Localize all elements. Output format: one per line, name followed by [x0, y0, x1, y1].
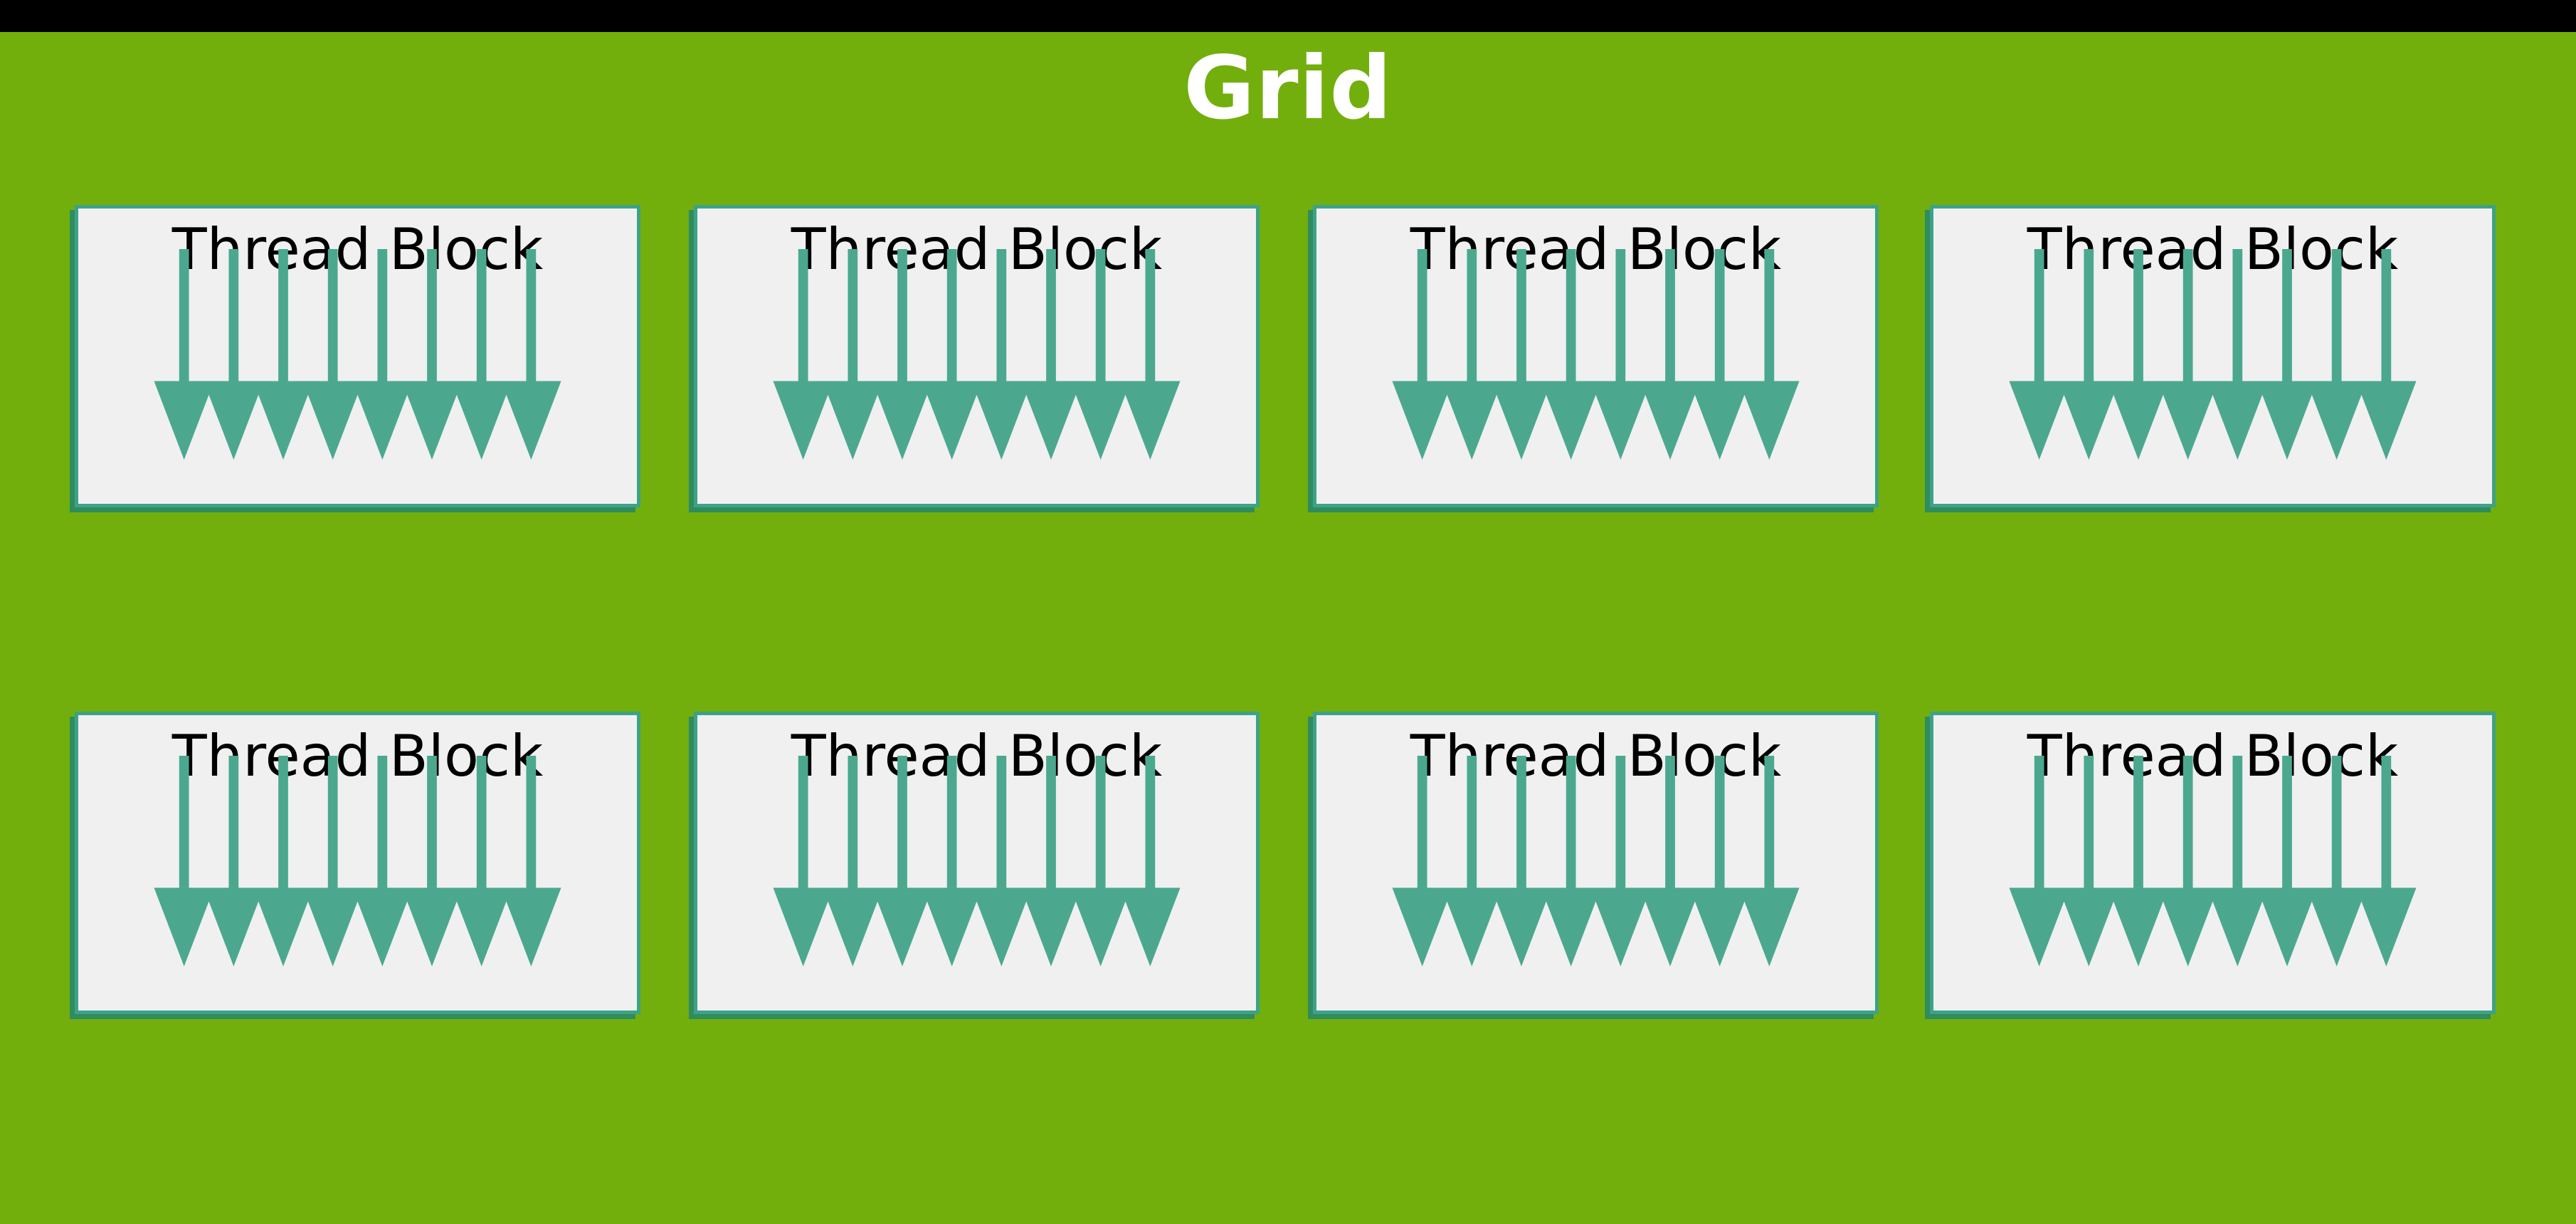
thread-arrow-icon — [2108, 756, 2169, 966]
thread-arrow-icon — [872, 249, 933, 460]
thread-arrow-icon — [401, 756, 463, 966]
thread-arrow-icon — [1640, 756, 1701, 966]
thread-arrow-icon — [204, 249, 264, 460]
thread-arrow-icon — [823, 756, 883, 966]
thread-arrow-icon — [922, 249, 982, 460]
thread-arrow-icon — [451, 249, 512, 460]
thread-arrow-icon — [204, 756, 264, 966]
thread-arrow-icon — [2356, 249, 2417, 460]
thread-arrow-icon — [1491, 249, 1552, 460]
thread-arrow-icon — [154, 756, 214, 966]
thread-block-card: Thread Block — [694, 205, 1260, 507]
thread-arrow-icon — [2158, 249, 2218, 460]
thread-arrow-icon — [1541, 756, 1601, 966]
thread-arrow-icon — [872, 756, 933, 966]
thread-block-card: Thread Block — [75, 712, 640, 1014]
thread-arrow-group — [1933, 249, 2492, 460]
page-title: Grid — [1183, 38, 1393, 139]
thread-arrow-group — [697, 756, 1256, 966]
thread-arrow-icon — [1689, 249, 1750, 460]
thread-arrow-icon — [1070, 756, 1131, 966]
thread-arrow-icon — [1590, 249, 1651, 460]
thread-arrow-group — [78, 756, 637, 966]
thread-arrow-icon — [1020, 249, 1082, 460]
thread-arrow-icon — [2059, 756, 2119, 966]
thread-arrow-icon — [773, 756, 833, 966]
thread-arrow-icon — [971, 756, 1032, 966]
thread-arrow-group — [697, 249, 1256, 460]
thread-arrow-icon — [2207, 756, 2268, 966]
thread-arrow-icon — [1392, 756, 1452, 966]
thread-arrow-icon — [2009, 756, 2069, 966]
thread-arrow-icon — [1442, 756, 1502, 966]
thread-arrow-icon — [1120, 756, 1181, 966]
thread-arrow-icon — [823, 249, 883, 460]
thread-arrow-icon — [253, 756, 314, 966]
thread-block-card: Thread Block — [1313, 712, 1879, 1014]
thread-arrow-icon — [971, 249, 1032, 460]
thread-arrow-icon — [2207, 249, 2268, 460]
thread-arrow-icon — [2306, 249, 2367, 460]
thread-arrow-icon — [1739, 756, 1800, 966]
thread-arrow-icon — [401, 249, 463, 460]
thread-arrow-icon — [1689, 756, 1750, 966]
thread-arrow-icon — [154, 249, 214, 460]
thread-arrow-icon — [1739, 249, 1800, 460]
thread-arrow-icon — [451, 756, 512, 966]
thread-arrow-icon — [2158, 756, 2218, 966]
thread-arrow-icon — [773, 249, 833, 460]
thread-arrow-icon — [302, 756, 363, 966]
thread-arrow-icon — [501, 249, 561, 460]
thread-arrow-icon — [1491, 756, 1552, 966]
thread-arrow-group — [1316, 249, 1875, 460]
thread-arrow-icon — [1120, 249, 1181, 460]
thread-arrow-group — [78, 249, 637, 460]
thread-block-card: Thread Block — [75, 205, 640, 507]
thread-arrow-icon — [2009, 249, 2069, 460]
thread-arrow-icon — [2356, 756, 2417, 966]
thread-block-card: Thread Block — [1930, 712, 2496, 1014]
thread-arrow-icon — [501, 756, 561, 966]
thread-arrow-icon — [2108, 249, 2169, 460]
thread-block-card: Thread Block — [1313, 205, 1879, 507]
thread-arrow-icon — [352, 756, 413, 966]
thread-block-card: Thread Block — [694, 712, 1260, 1014]
thread-arrow-icon — [2256, 249, 2318, 460]
thread-block-card: Thread Block — [1930, 205, 2496, 507]
thread-arrow-icon — [1070, 249, 1131, 460]
thread-arrow-icon — [1392, 249, 1452, 460]
thread-arrow-icon — [2306, 756, 2367, 966]
thread-arrow-group — [1933, 756, 2492, 966]
thread-arrow-icon — [2059, 249, 2119, 460]
thread-arrow-icon — [922, 756, 982, 966]
thread-arrow-icon — [1541, 249, 1601, 460]
thread-arrow-icon — [302, 249, 363, 460]
thread-arrow-icon — [352, 249, 413, 460]
thread-arrow-icon — [1020, 756, 1082, 966]
thread-arrow-icon — [1442, 249, 1502, 460]
thread-arrow-icon — [1640, 249, 1701, 460]
thread-arrow-icon — [2256, 756, 2318, 966]
letterbox-bar — [0, 0, 2576, 32]
thread-arrow-group — [1316, 756, 1875, 966]
thread-arrow-icon — [1590, 756, 1651, 966]
thread-arrow-icon — [253, 249, 314, 460]
